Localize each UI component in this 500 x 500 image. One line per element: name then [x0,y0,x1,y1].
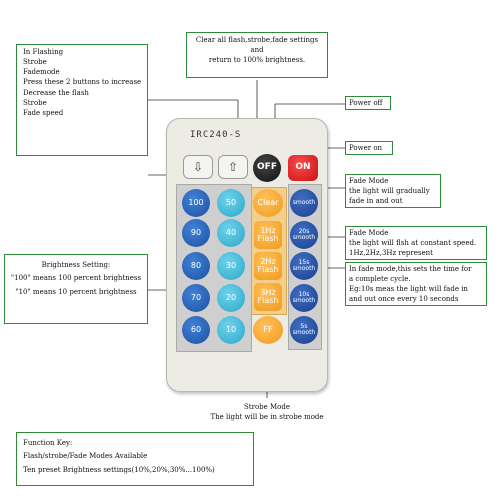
clear-info-box: Clear all flash,strobe,fade settings and… [186,32,328,78]
brightness-line: "100" means 100 percent brightness [10,274,142,283]
flash-mode-line: 1Hz,2Hz,3Hz represent [349,249,433,258]
fade-smooth-button[interactable]: smooth [290,189,318,217]
power-on-label-box: Power on [345,141,393,155]
fade-time-line: and out once every 10 seconds [349,295,459,304]
brightness-box: Brightness Setting: "100" means 100 perc… [4,254,148,324]
clear-line: and [250,46,264,55]
brightness-30-button[interactable]: 30 [217,252,245,280]
flash-mode-line: Fade Mode [349,229,389,237]
power-on-button[interactable]: ON [288,155,318,181]
brightness-line: Brightness Setting: [41,261,111,269]
brightness-40-button[interactable]: 40 [217,219,245,247]
fade-5s-button[interactable]: 5s smooth [290,316,318,344]
flash-1hz-button[interactable]: 1Hz Flash [254,221,282,249]
fade-15s-button[interactable]: 15s smooth [290,252,318,280]
function-line: Ten preset Brightness settings(10%,20%,3… [23,465,215,474]
brightness-up-button[interactable]: ⇧ [218,155,248,179]
flashing-line: Fade speed [23,108,64,117]
flashing-line: In Flashing [23,48,64,56]
strobe-caption-line: Strobe Mode [243,403,291,411]
flash-mode-line: the light will flsh at constant speed. [349,239,477,248]
brightness-70-button[interactable]: 70 [182,284,210,312]
power-off-button[interactable]: OFF [253,154,281,182]
brightness-80-button[interactable]: 80 [182,252,210,280]
remote-model-label: IRC240-S [190,130,242,140]
fade-time-box: In fade mode,this sets the time for a co… [345,262,487,306]
brightness-10-button[interactable]: 10 [217,316,245,344]
strobe-ff-button[interactable]: FF [253,316,283,344]
brightness-90-button[interactable]: 90 [182,219,210,247]
brightness-100-button[interactable]: 100 [182,189,210,217]
fade-mode-line: fade in and out [349,197,403,206]
flashing-info-box: In Flashing Strobe Fademode Press these … [16,44,148,156]
brightness-down-button[interactable]: ⇩ [183,155,213,179]
brightness-50-button[interactable]: 50 [217,189,245,217]
function-line: Flash/strobe/Fade Modes Available [23,452,148,461]
flash-2hz-button[interactable]: 2Hz Flash [254,252,282,280]
clear-line: return to 100% brightness. [208,56,306,65]
fade-time-line: In fade mode,this sets the time for [349,265,472,273]
fade-mode-box: Fade Mode the light will gradually fade … [345,174,441,208]
strobe-caption: Strobe Mode The light will be in strobe … [200,402,334,422]
fade-time-line: Eg:10s meas the light will fade in [349,285,468,294]
power-off-label-box: Power off [345,96,391,110]
clear-button[interactable]: Clear [253,189,283,217]
clear-line: Clear all flash,strobe,fade settings [195,36,319,44]
flashing-line: Fademode [23,68,60,77]
flashing-line: Decrease the flash [23,88,89,97]
fade-10s-button[interactable]: 10s smooth [290,284,318,312]
flash-mode-box: Fade Mode the light will flsh at constan… [345,226,487,260]
fade-mode-line: the light will gradually [349,187,430,196]
flash-3hz-button[interactable]: 3Hz Flash [254,283,282,311]
flashing-line: Strobe [23,58,47,67]
function-key-box: Function Key: Flash/strobe/Fade Modes Av… [16,432,254,486]
flashing-line: Strobe [23,98,47,107]
flashing-line: Press these 2 buttons to increase [23,78,142,87]
power-off-label: Power off [349,99,383,107]
brightness-line: "10" means 10 percent brightness [15,287,137,296]
fade-time-line: a complete cycle. [349,275,411,284]
brightness-20-button[interactable]: 20 [217,284,245,312]
brightness-60-button[interactable]: 60 [182,316,210,344]
strobe-caption-line: The light will be in strobe mode [210,413,324,422]
fade-20s-button[interactable]: 20s smooth [290,221,318,249]
power-on-label: Power on [349,144,383,152]
fade-mode-line: Fade Mode [349,177,389,185]
function-line: Function Key: [23,439,73,447]
